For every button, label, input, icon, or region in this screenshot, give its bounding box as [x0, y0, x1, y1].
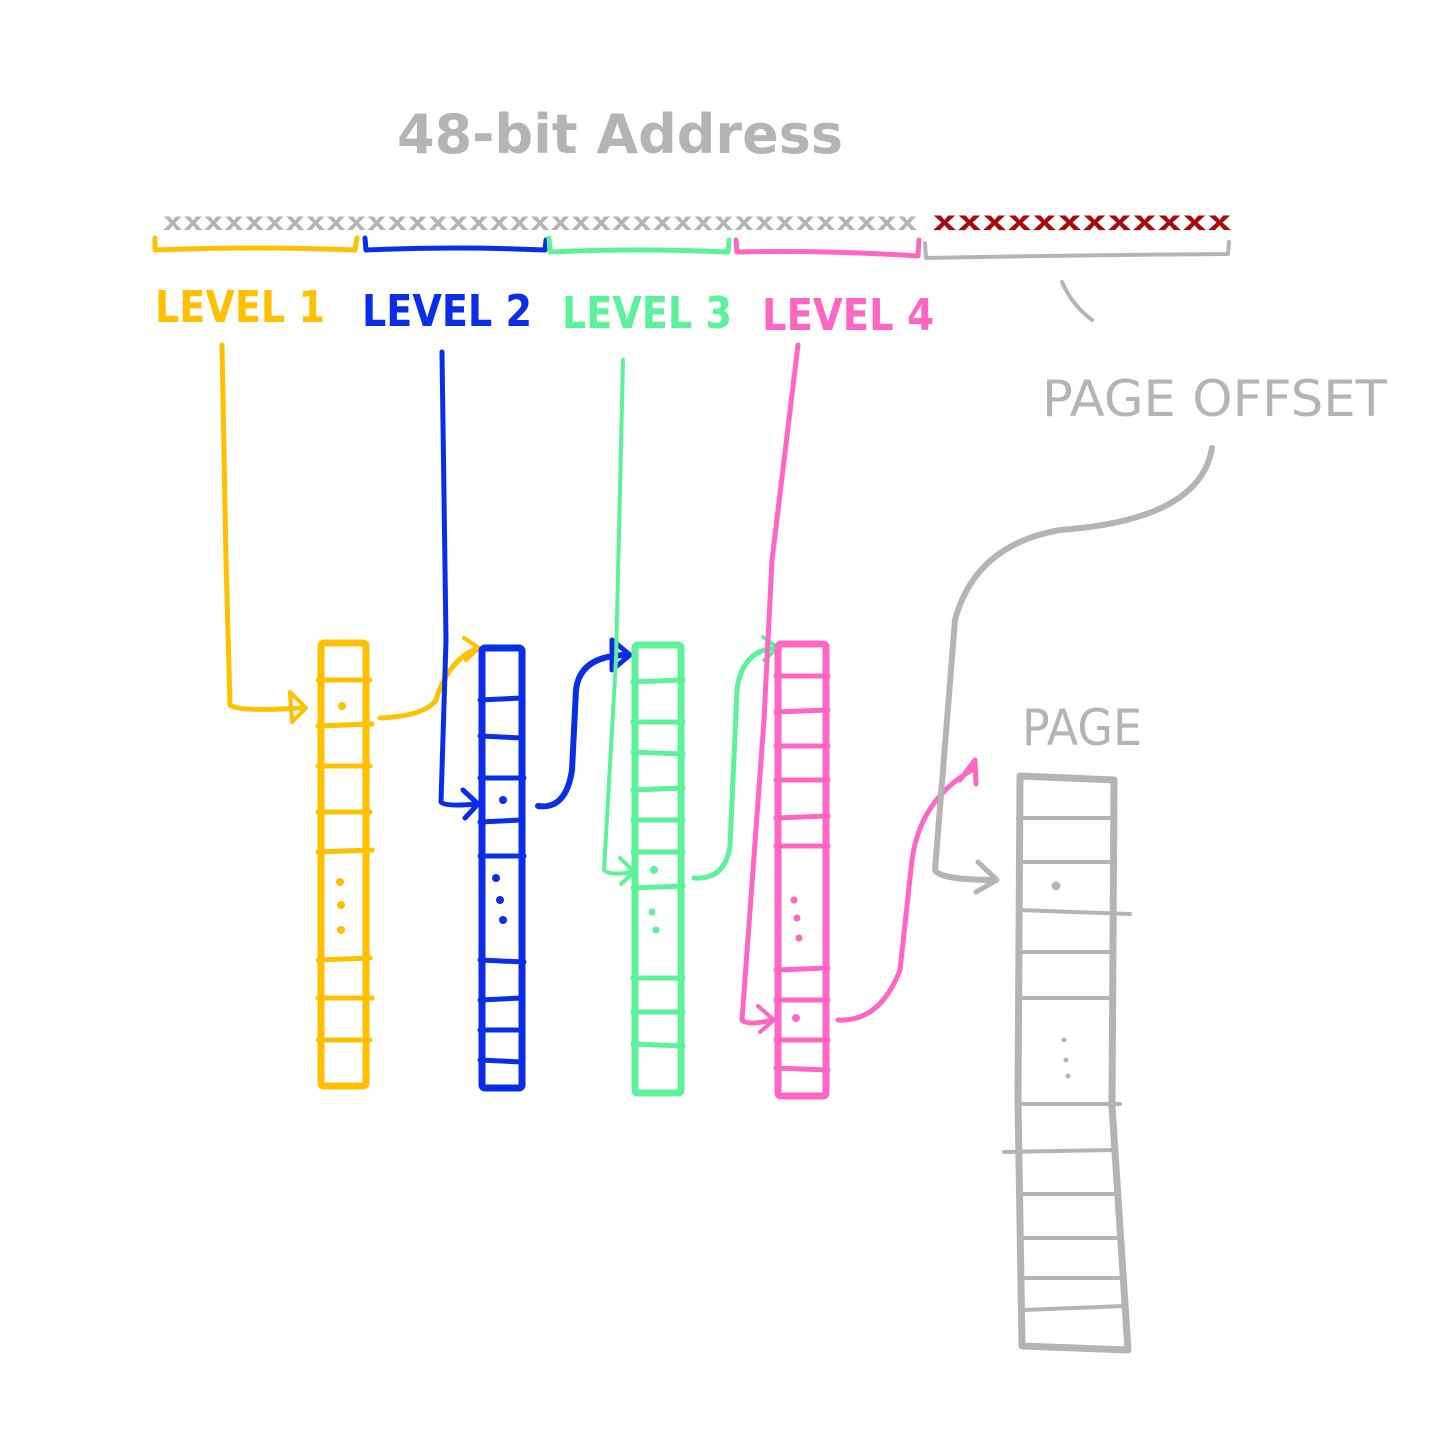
level-1-arrowhead — [288, 690, 308, 724]
level-1-index-arrow — [219, 342, 303, 712]
level-1-table — [315, 639, 375, 1090]
level-2-to-level-3-link — [535, 652, 631, 810]
level-4-index-arrow — [739, 342, 801, 1026]
level-3-table — [630, 641, 686, 1097]
level-2-dots — [492, 796, 507, 924]
level-1-dots — [336, 702, 346, 934]
page-offset-label: PAGE OFFSET — [1042, 370, 1387, 428]
level-1-label: LEVEL 1 — [155, 282, 325, 333]
page-offset-bracket — [923, 240, 1231, 260]
page-offset-arrowhead — [973, 859, 1000, 895]
level-3-index-arrow — [602, 358, 634, 876]
level-4-label: LEVEL 4 — [762, 290, 934, 341]
level-1-bracket — [152, 235, 360, 253]
address-index-bits: xxxxxxxxxxxxxxxxxxxxxxxxxxxxxxxxxxxxx — [163, 207, 918, 236]
level-3-bracket — [546, 235, 732, 255]
page-table — [1002, 772, 1132, 1354]
level-1-to-level-2-arrowhead — [462, 636, 481, 662]
level-4-dots — [790, 896, 803, 1022]
level-2-arrowhead — [460, 787, 481, 821]
level-2-label: LEVEL 2 — [362, 286, 532, 337]
address-offset-bits: xxxxxxxxxxxx — [932, 206, 1232, 237]
level-2-to-level-3-arrowhead — [609, 637, 633, 673]
diagram-title: 48-bit Address — [397, 103, 843, 166]
page-label: PAGE — [1022, 699, 1142, 757]
level-4-bracket — [733, 237, 922, 259]
level-3-dots — [648, 866, 660, 934]
level-3-label: LEVEL 3 — [562, 288, 732, 339]
level-1-to-level-2-link — [377, 645, 481, 721]
level-2-table — [477, 644, 527, 1092]
level-2-index-arrow — [438, 349, 479, 808]
level-3-to-level-4-link — [691, 645, 779, 881]
level-4-table — [773, 640, 831, 1100]
level-2-bracket — [362, 235, 549, 253]
level-4-to-page-link — [835, 767, 975, 1023]
page-dots — [1051, 881, 1071, 1079]
level-4-to-page-arrowhead — [957, 757, 979, 787]
level-4-arrowhead — [756, 1004, 776, 1034]
page-offset-arrow — [932, 445, 1215, 883]
page-offset-leader-line — [1060, 280, 1094, 322]
